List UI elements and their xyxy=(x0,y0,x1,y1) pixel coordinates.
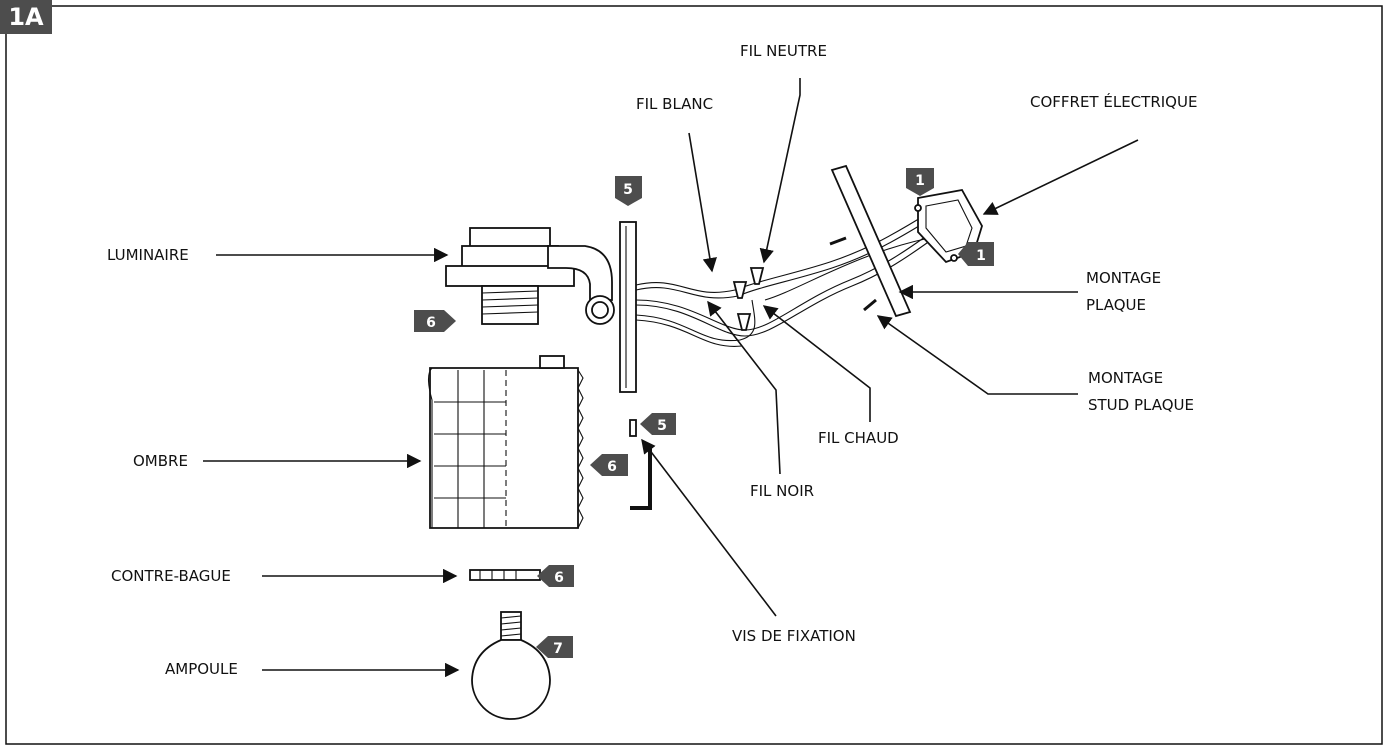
label-contre-bague: CONTRE-BAGUE xyxy=(111,567,231,585)
svg-text:1: 1 xyxy=(915,173,925,189)
stud-screws xyxy=(829,236,877,312)
label-coffret: COFFRET ÉLECTRIQUE xyxy=(1030,92,1197,111)
leader-fil-noir xyxy=(707,300,781,475)
svg-text:6: 6 xyxy=(607,459,617,475)
step-badge-7: 7 xyxy=(536,636,573,658)
label-montage-stud-2: STUD PLAQUE xyxy=(1088,396,1194,414)
figure-frame xyxy=(5,5,1383,745)
label-montage-plaque-1: MONTAGE xyxy=(1086,269,1161,287)
label-fil-noir: FIL NOIR xyxy=(750,482,814,500)
leader-vis xyxy=(641,438,777,617)
leader-fil-blanc xyxy=(688,132,717,273)
step-badge-1a: 1 xyxy=(906,168,934,196)
label-montage-stud-1: MONTAGE xyxy=(1088,369,1163,387)
bulb-part xyxy=(471,611,551,720)
svg-text:7: 7 xyxy=(553,641,563,657)
luminaire-part xyxy=(445,227,615,325)
step-badge-5b: 5 xyxy=(640,413,676,435)
svg-text:5: 5 xyxy=(657,418,667,434)
leader-fil-neutre xyxy=(759,78,801,264)
svg-text:6: 6 xyxy=(554,570,564,586)
leader-montage-stud xyxy=(876,315,1078,395)
lock-ring-part xyxy=(469,569,541,581)
svg-text:6: 6 xyxy=(426,315,436,331)
backplate-part xyxy=(619,221,637,393)
leader-coffret xyxy=(982,139,1139,215)
figure-tag-box xyxy=(0,0,52,34)
step-badge-6c: 6 xyxy=(537,565,574,587)
set-screw-part xyxy=(629,419,637,437)
step-badge-6b: 6 xyxy=(590,454,628,476)
leader-fil-chaud xyxy=(762,305,871,422)
label-luminaire: LUMINAIRE xyxy=(107,246,189,264)
step-badge-6a: 6 xyxy=(414,310,456,332)
label-ombre: OMBRE xyxy=(133,452,188,470)
mounting-plate-part xyxy=(830,164,912,318)
wire-nuts xyxy=(732,267,765,331)
step-badge-5a: 5 xyxy=(615,176,642,206)
label-fil-chaud: FIL CHAUD xyxy=(818,429,899,447)
shade-part xyxy=(427,355,584,529)
label-vis: VIS DE FIXATION xyxy=(732,627,856,645)
label-ampoule: AMPOULE xyxy=(165,660,238,678)
label-fil-blanc: FIL BLANC xyxy=(636,95,713,113)
svg-text:5: 5 xyxy=(623,182,633,198)
svg-text:1: 1 xyxy=(976,248,986,264)
step-badge-1b: 1 xyxy=(958,242,994,266)
label-montage-plaque-2: PLAQUE xyxy=(1086,296,1146,314)
allen-key-part xyxy=(630,448,652,510)
figure-tag: 1A xyxy=(8,3,44,31)
label-fil-neutre: FIL NEUTRE xyxy=(740,42,827,60)
